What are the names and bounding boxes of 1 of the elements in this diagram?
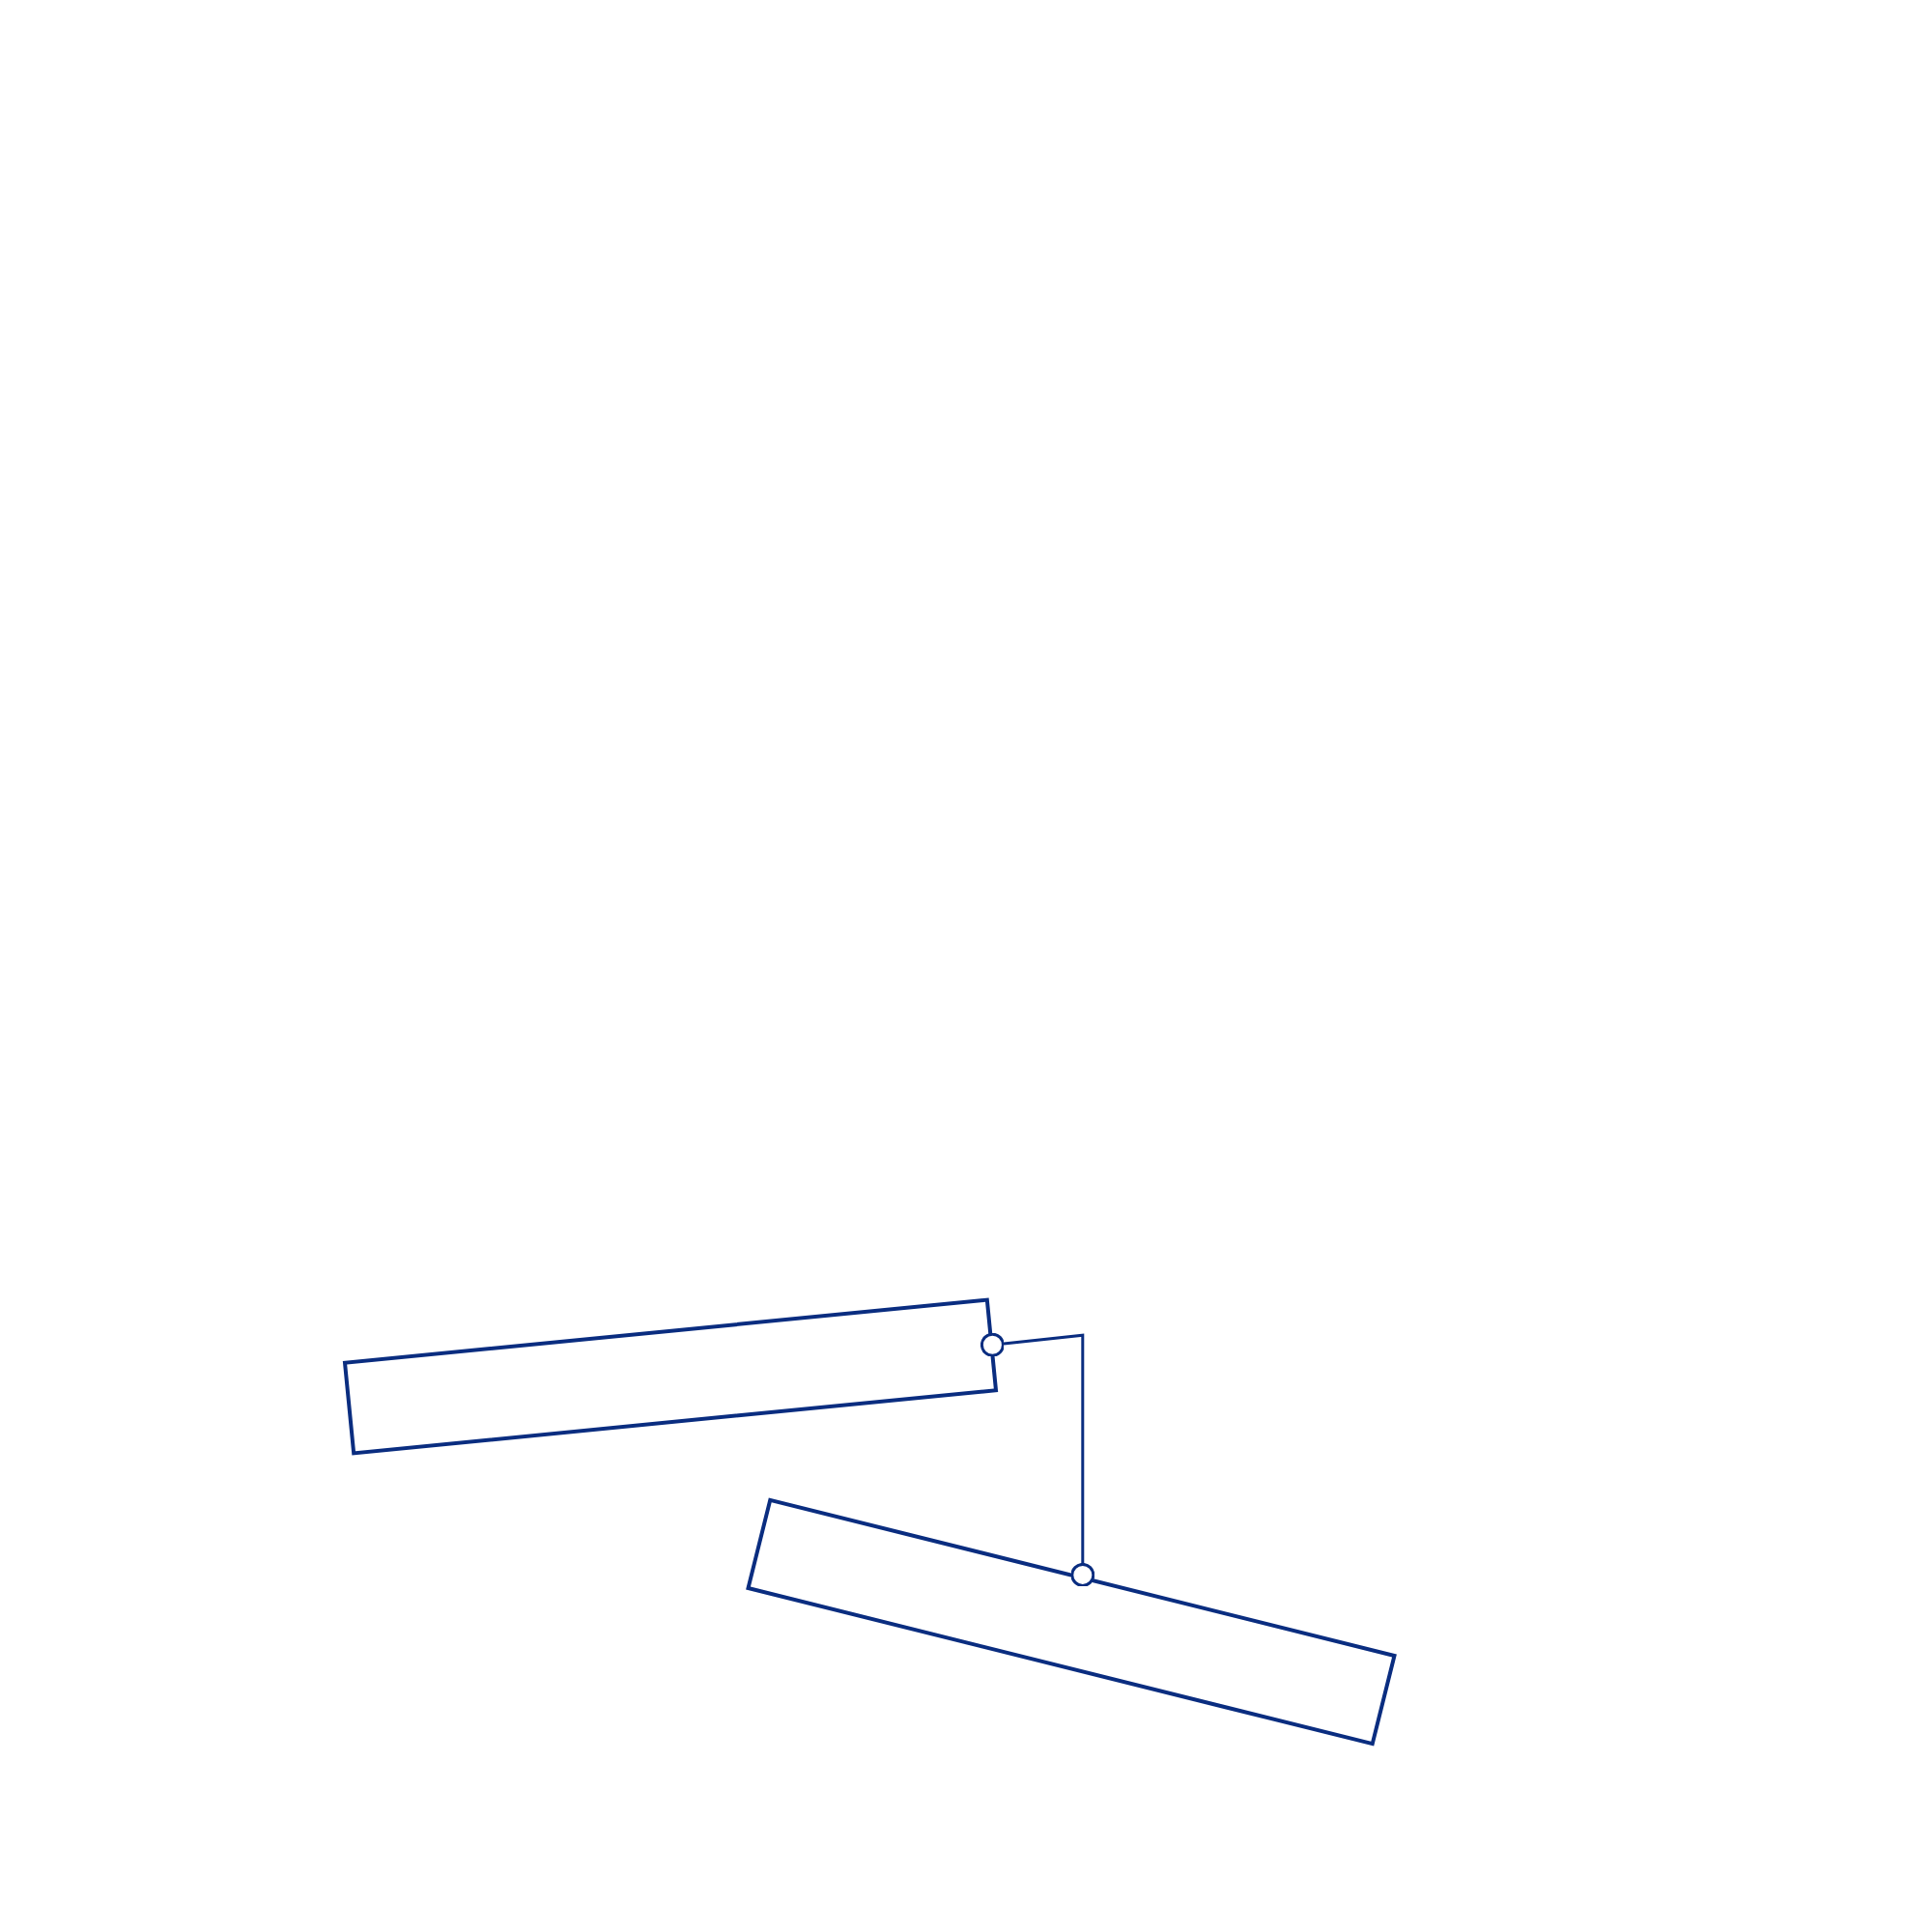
connector-line (980, 1332, 1095, 1587)
